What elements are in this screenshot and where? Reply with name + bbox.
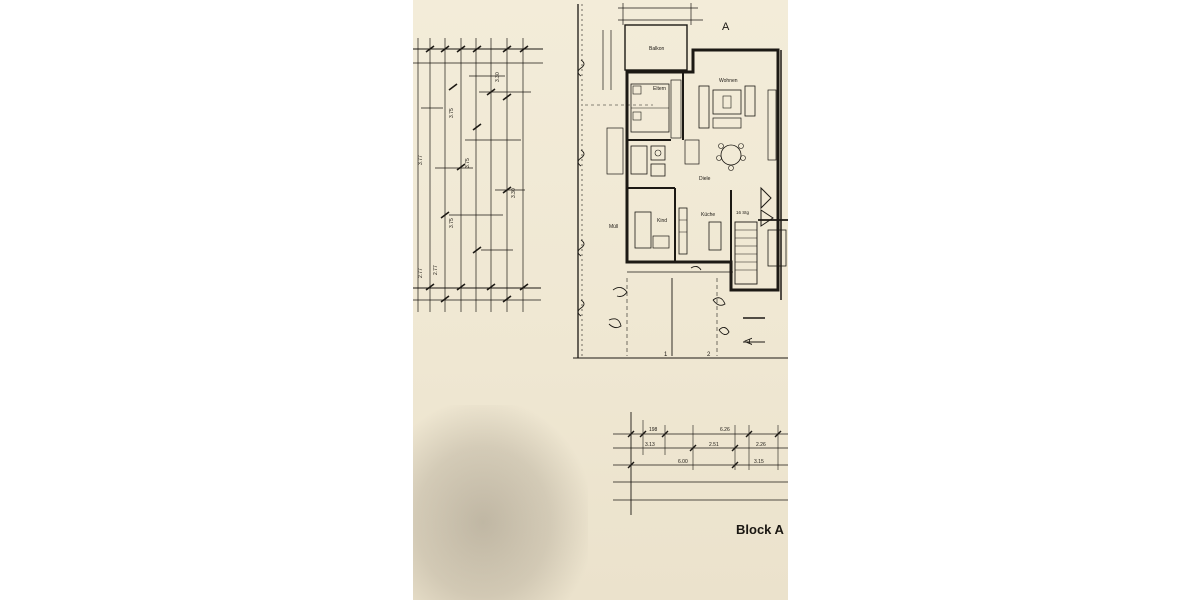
photo-of-floor-plan: 3.77 2.77 2.77 3.75 3.75 3.75 3.30 3.30 xyxy=(413,0,788,600)
room-mull: Müll xyxy=(609,224,618,230)
dim-bottom-5: 2.51 xyxy=(709,442,719,448)
dim-left-6: 3.75 xyxy=(465,158,471,168)
wohnen-furniture: Wohnen xyxy=(684,78,777,171)
dim-bottom-4: 3.13 xyxy=(645,442,655,448)
staircase: 16 Stg xyxy=(734,186,787,285)
floor-plan-drawing: 3.77 2.77 2.77 3.75 3.75 3.75 3.30 3.30 xyxy=(413,3,788,515)
dim-bottom-3: 2.26 xyxy=(756,442,766,448)
dim-bottom-7: 3.15 xyxy=(754,459,764,465)
eltern-furniture: Eltern xyxy=(630,79,682,139)
bathroom xyxy=(630,145,666,177)
bottom-dimension-chain: 198 6.26 2.26 3.13 2.51 6.00 3.15 xyxy=(613,412,788,515)
dim-bottom-6: 6.00 xyxy=(678,459,688,465)
dim-left-7: 3.30 xyxy=(495,72,501,82)
parking-space-1: 1 xyxy=(664,352,668,358)
stairs-note: 16 Stg xyxy=(736,210,750,215)
waste-and-parking: Müll 1 2 A xyxy=(606,127,765,358)
site-boundary xyxy=(573,4,788,359)
dim-left-5: 3.75 xyxy=(449,218,455,228)
dim-left-1: 3.77 xyxy=(418,155,424,165)
room-eltern: Eltern xyxy=(653,86,666,92)
dim-left-4: 3.75 xyxy=(449,108,455,118)
parking-space-2: 2 xyxy=(707,352,711,358)
block-label: Block A xyxy=(736,522,784,537)
kind-room: Kind xyxy=(634,211,670,249)
dim-left-2: 2.77 xyxy=(418,268,424,278)
dim-left-3: 2.77 xyxy=(433,265,439,275)
room-diele: Diele xyxy=(699,176,711,182)
room-wohnen: Wohnen xyxy=(719,78,738,84)
dim-bottom-1: 198 xyxy=(649,427,658,433)
dim-left-8: 3.30 xyxy=(511,188,517,198)
room-balkon: Balkon xyxy=(649,46,665,52)
hand-shadow xyxy=(413,405,588,600)
room-kuche: Küche xyxy=(701,212,715,218)
apartment-walls xyxy=(625,48,788,300)
kitchen: Küche xyxy=(678,207,722,255)
left-dimension-grid: 3.77 2.77 2.77 3.75 3.75 3.75 3.30 3.30 xyxy=(413,38,543,312)
balcony: Balkon xyxy=(624,24,688,71)
section-marker-bottom: A xyxy=(743,337,755,345)
top-dimension-lines: A xyxy=(602,3,730,90)
section-marker-top: A xyxy=(722,21,730,33)
room-kind: Kind xyxy=(657,218,667,224)
dim-bottom-2: 6.26 xyxy=(720,427,730,433)
